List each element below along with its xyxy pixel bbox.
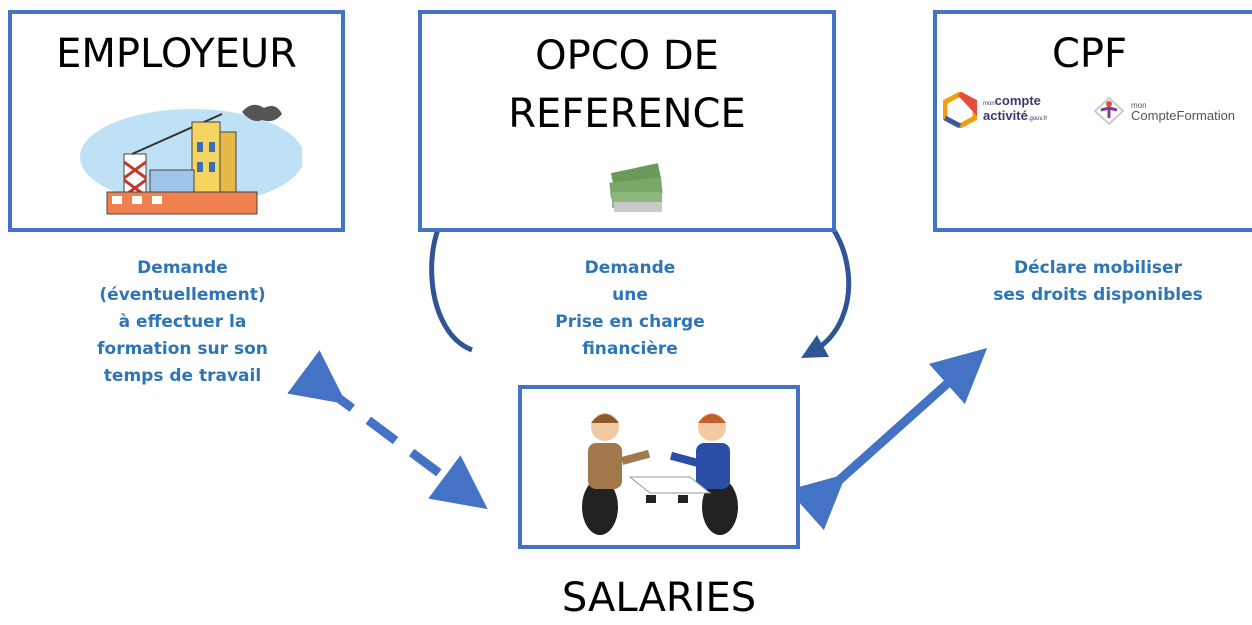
logo1-small: mon	[983, 101, 995, 107]
hexagon-icon	[943, 92, 977, 128]
cpf-caption-line: Déclare mobiliser	[1014, 258, 1182, 278]
opco-caption-line: Prise en charge	[555, 312, 705, 332]
salaries-box	[518, 385, 800, 549]
employer-box: EMPLOYEUR	[8, 10, 345, 232]
logo1-suffix: .gouv.fr	[1027, 116, 1048, 122]
employer-caption-line: Demande	[137, 258, 228, 278]
logo1-big: compte	[994, 93, 1041, 108]
opco-caption-line: financière	[582, 339, 678, 359]
money-icon	[609, 163, 663, 212]
employer-caption-line: formation sur son	[97, 339, 268, 359]
employer-caption-line: à effectuer la	[118, 312, 247, 332]
logo2-big: CompteFormation	[1131, 108, 1236, 123]
logo1-line2: activité	[983, 108, 1028, 123]
employer-caption: Demande (éventuellement) à effectuer la …	[60, 255, 305, 390]
opco-box: OPCO DE REFERENCE	[418, 10, 836, 232]
employer-caption-line: temps de travail	[103, 366, 262, 386]
mon-compte-activite-logo: moncompte activité.gouv.fr	[943, 92, 1047, 128]
compte-formation-icon	[1093, 96, 1125, 126]
employer-salaries-arrow	[287, 350, 488, 510]
employer-title: EMPLOYEUR	[56, 31, 297, 77]
cpf-title: CPF	[1051, 31, 1128, 77]
salaries-title: SALARIES	[561, 575, 757, 621]
opco-title-line1: OPCO DE	[535, 33, 719, 79]
cpf-box: CPF moncompte activité.gouv.fr mon Compt…	[933, 10, 1252, 232]
cpf-caption: Déclare mobiliser ses droits disponibles	[968, 255, 1228, 309]
employer-caption-line: (éventuellement)	[99, 285, 266, 305]
factory-icon	[80, 104, 302, 215]
mon-compte-formation-logo: mon CompteFormation	[1091, 94, 1235, 128]
cpf-salaries-arrow	[787, 348, 988, 531]
opco-caption-line: Demande	[584, 258, 676, 278]
cpf-caption-line: ses droits disponibles	[993, 285, 1203, 305]
business-meeting-illustration	[582, 413, 738, 535]
opco-caption-line: une	[612, 285, 648, 305]
logo2-small: mon	[1131, 101, 1147, 110]
opco-title-line2: REFERENCE	[508, 91, 746, 137]
opco-caption: Demande une Prise en charge financière	[530, 255, 730, 363]
